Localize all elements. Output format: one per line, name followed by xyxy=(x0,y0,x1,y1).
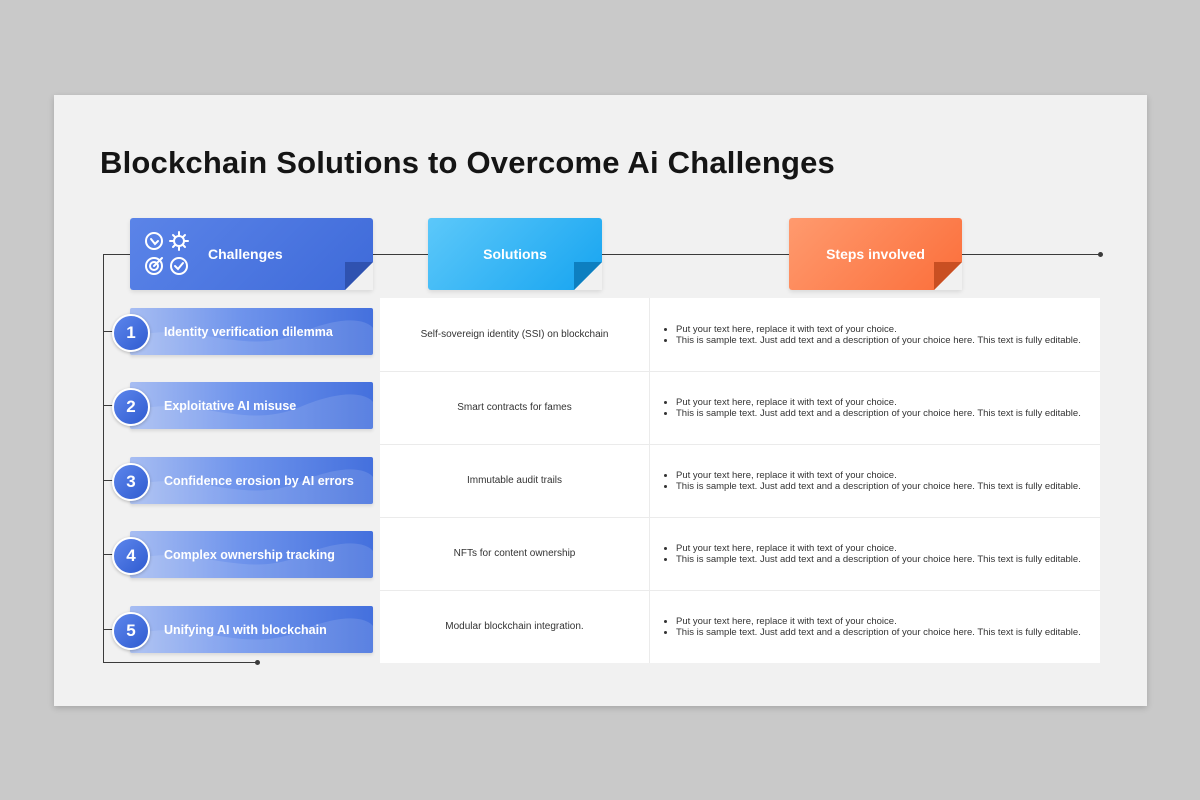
number-badge-4: 4 xyxy=(112,537,150,575)
table-row: Immutable audit trails Put your text her… xyxy=(380,444,1100,518)
step-item: Put your text here, replace it with text… xyxy=(676,397,1081,408)
number-badge-1: 1 xyxy=(112,314,150,352)
table-row: Modular blockchain integration. Put your… xyxy=(380,590,1100,663)
slide-title: Blockchain Solutions to Overcome Ai Chal… xyxy=(100,145,835,180)
challenge-item-3: Confidence erosion by AI errors xyxy=(130,457,373,504)
number-badge-2: 2 xyxy=(112,388,150,426)
wave-decoration xyxy=(130,543,373,578)
challenges-header: Challenges xyxy=(130,218,373,290)
step-item: This is sample text. Just add text and a… xyxy=(676,481,1081,492)
solution-cell: Self-sovereign identity (SSI) on blockch… xyxy=(380,298,650,371)
step-item: Put your text here, replace it with text… xyxy=(676,470,1081,481)
step-item: This is sample text. Just add text and a… xyxy=(676,408,1081,419)
solution-cell: Immutable audit trails xyxy=(380,444,650,517)
step-item: Put your text here, replace it with text… xyxy=(676,324,1081,335)
step-item: This is sample text. Just add text and a… xyxy=(676,335,1081,346)
challenges-header-label: Challenges xyxy=(208,246,283,262)
wave-decoration xyxy=(130,394,373,429)
challenge-label: Identity verification dilemma xyxy=(164,324,333,339)
connector-end-dot xyxy=(1098,252,1103,257)
steps-header: Steps involved xyxy=(789,218,962,290)
challenge-item-1: Identity verification dilemma xyxy=(130,308,373,355)
wave-decoration xyxy=(130,469,373,504)
table-row: Smart contracts for fames Put your text … xyxy=(380,371,1100,445)
step-item: This is sample text. Just add text and a… xyxy=(676,554,1081,565)
solutions-header: Solutions xyxy=(428,218,602,290)
challenge-item-5: Unifying AI with blockchain xyxy=(130,606,373,653)
challenge-label: Complex ownership tracking xyxy=(164,547,335,562)
wave-decoration xyxy=(130,618,373,653)
steps-cell: Put your text here, replace it with text… xyxy=(661,590,1081,663)
steps-cell: Put your text here, replace it with text… xyxy=(661,517,1081,590)
solution-cell: Smart contracts for fames xyxy=(380,371,650,444)
challenge-label: Confidence erosion by AI errors xyxy=(164,473,354,488)
challenge-item-2: Exploitative AI misuse xyxy=(130,382,373,429)
solution-cell: Modular blockchain integration. xyxy=(380,590,650,663)
table-row: Self-sovereign identity (SSI) on blockch… xyxy=(380,298,1100,372)
solutions-header-label: Solutions xyxy=(483,246,547,262)
challenge-label: Unifying AI with blockchain xyxy=(164,622,327,637)
challenge-item-4: Complex ownership tracking xyxy=(130,531,373,578)
number-badge-5: 5 xyxy=(112,612,150,650)
step-item: Put your text here, replace it with text… xyxy=(676,543,1081,554)
table-row: NFTs for content ownership Put your text… xyxy=(380,517,1100,591)
connector-left-line xyxy=(103,254,104,663)
steps-cell: Put your text here, replace it with text… xyxy=(661,298,1081,371)
solution-cell: NFTs for content ownership xyxy=(380,517,650,590)
steps-cell: Put your text here, replace it with text… xyxy=(661,371,1081,444)
connector-bottom-dot xyxy=(255,660,260,665)
wave-decoration xyxy=(130,320,373,355)
slide: Blockchain Solutions to Overcome Ai Chal… xyxy=(54,95,1147,706)
step-item: This is sample text. Just add text and a… xyxy=(676,627,1081,638)
branch-line-1 xyxy=(103,331,115,332)
number-badge-3: 3 xyxy=(112,463,150,501)
branch-line-2 xyxy=(103,405,115,406)
branch-line-3 xyxy=(103,480,115,481)
steps-cell: Put your text here, replace it with text… xyxy=(661,444,1081,517)
steps-header-label: Steps involved xyxy=(826,246,925,262)
branch-line-5 xyxy=(103,629,115,630)
solutions-table: Self-sovereign identity (SSI) on blockch… xyxy=(380,298,1100,663)
connector-bottom-line xyxy=(103,662,258,663)
challenge-label: Exploitative AI misuse xyxy=(164,398,297,413)
step-item: Put your text here, replace it with text… xyxy=(676,616,1081,627)
challenges-icon xyxy=(145,231,189,275)
branch-line-4 xyxy=(103,554,115,555)
